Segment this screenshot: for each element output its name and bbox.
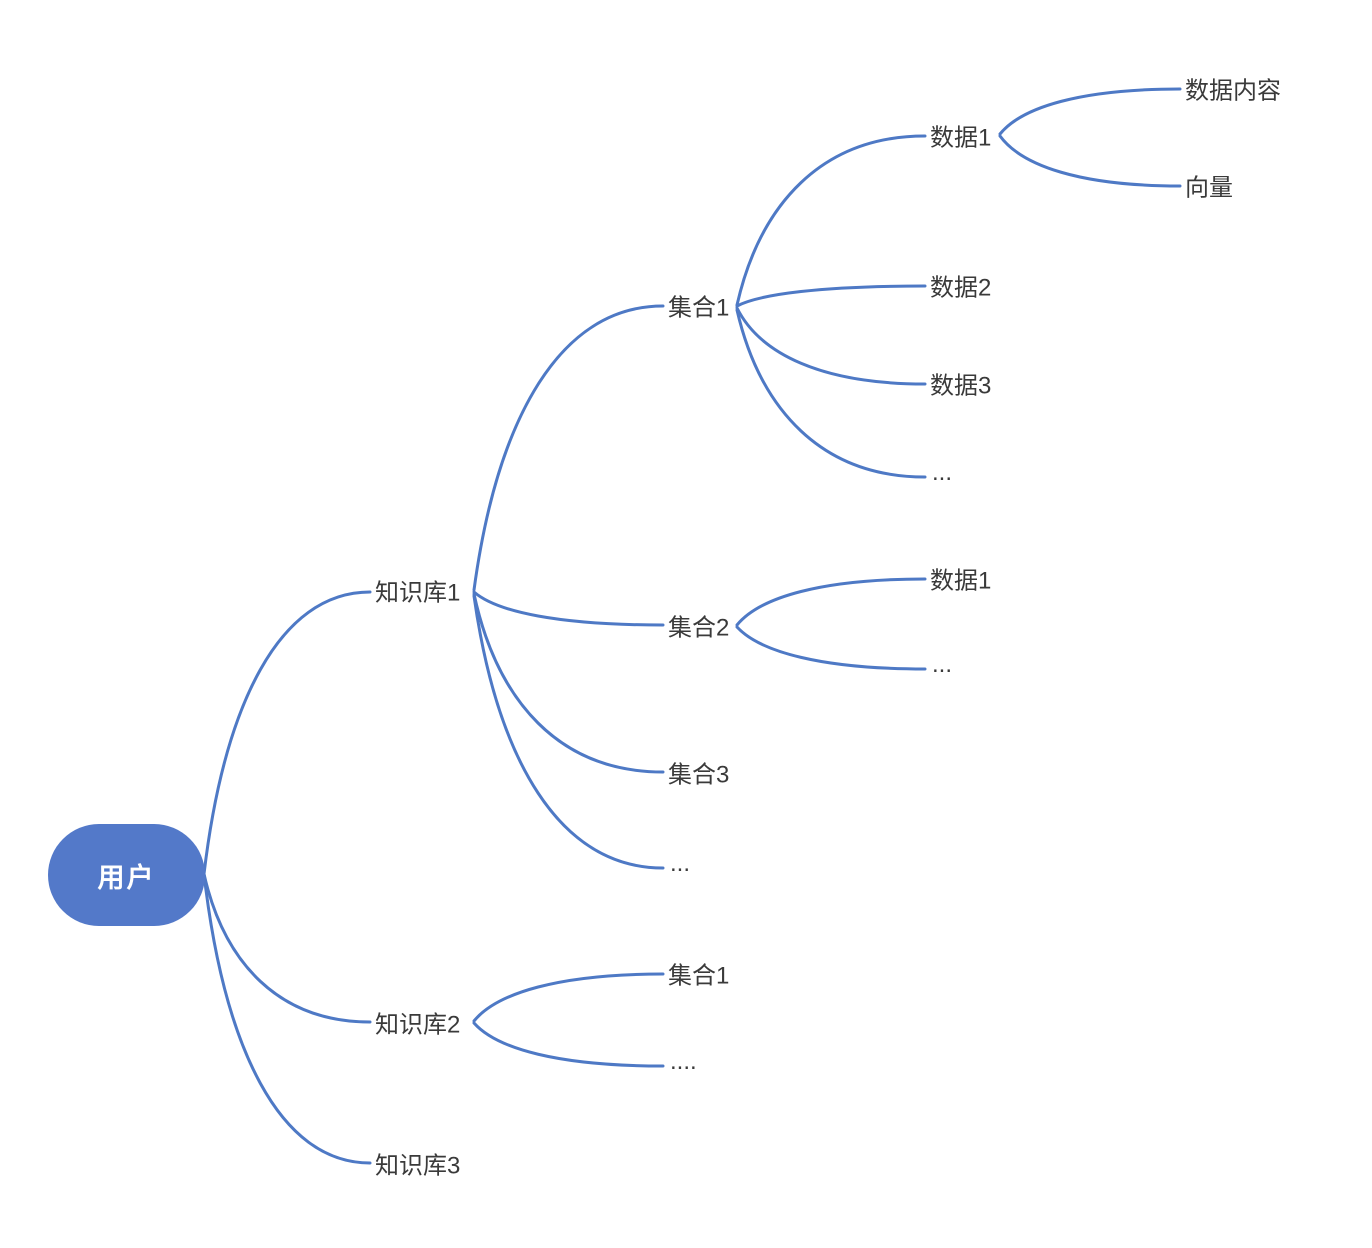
edge-col1-data2 [735,284,927,308]
node-kb1[interactable]: 知识库1 [375,579,461,607]
node-kb2[interactable]: 知识库2 [375,1011,461,1039]
node-kb1-more[interactable]: ... [670,850,691,877]
edge-kb2-col1 [472,972,665,1023]
node-kb2-col1[interactable]: 集合1 [668,962,730,990]
edge-data1-vector [998,134,1182,188]
node-col1-data2[interactable]: 数据2 [930,274,992,302]
node-col1-more[interactable]: ... [932,459,953,486]
node-col1-data3[interactable]: 数据3 [930,372,992,400]
node-kb2-more[interactable]: .... [670,1048,697,1075]
edge-col1-data1 [735,134,927,307]
edge-kb1-col1 [472,304,665,592]
edge-kb1-col3 [472,592,665,774]
edge-col1-data3 [735,306,927,386]
node-kb1-col2[interactable]: 集合2 [668,614,730,642]
edge-col2-data1 [735,577,927,627]
edge-kb1-col2 [472,590,665,627]
node-kb1-col1[interactable]: 集合1 [668,294,730,322]
node-data1-vector[interactable]: 向量 [1185,174,1233,202]
edge-kb1-more [472,594,665,870]
node-kb3[interactable]: 知识库3 [375,1152,461,1180]
edge-kb2-more [472,1021,665,1068]
node-col2-data1[interactable]: 数据1 [930,567,992,595]
node-col1-data1[interactable]: 数据1 [930,124,992,152]
node-col2-more[interactable]: ... [932,651,953,678]
edge-col1-more [735,308,927,479]
edge-root-kb2 [202,872,372,1024]
node-user[interactable]: 用户 [48,824,205,926]
node-kb1-col3[interactable]: 集合3 [668,761,730,789]
edge-data1-content [998,87,1182,136]
node-user-label: 用户 [97,862,156,893]
edge-root-kb1 [202,590,372,876]
edge-col2-more [735,625,927,671]
node-data1-content[interactable]: 数据内容 [1185,77,1281,105]
edge-root-kb3 [202,872,372,1165]
